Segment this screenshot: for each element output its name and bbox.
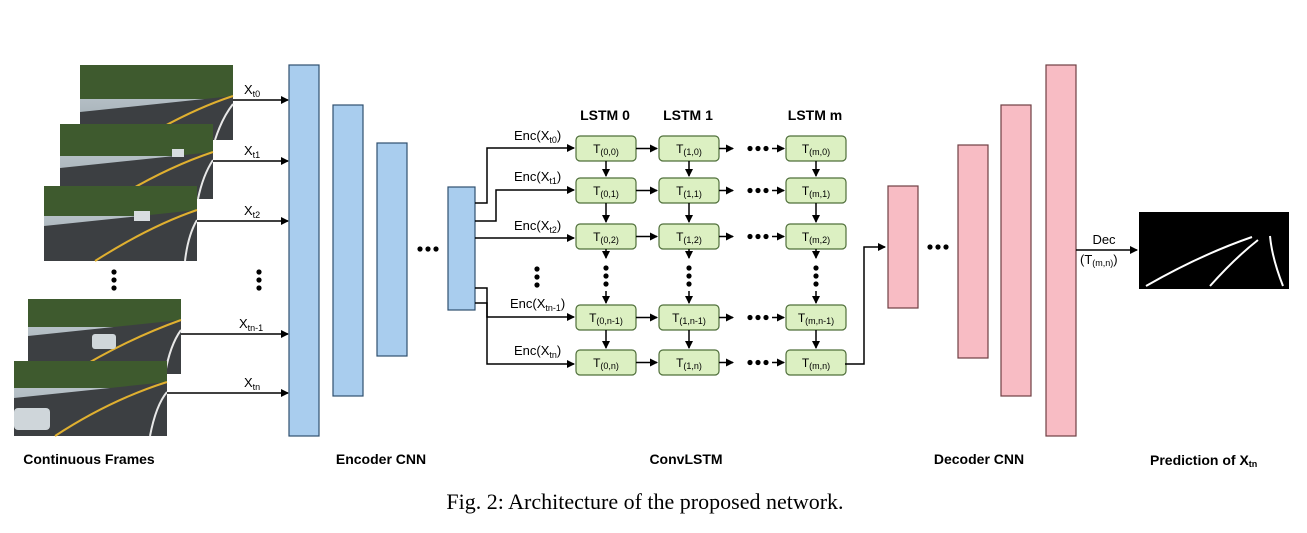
lstm-cell-label: T(0,n-1)	[589, 311, 623, 326]
lstm-cell-label: T(m,0)	[802, 142, 830, 157]
lstm-h-dot	[755, 314, 761, 321]
label-convlstm: ConvLSTM	[649, 451, 722, 467]
lstm-cell: T(0,2)	[575, 223, 637, 250]
input-label-2: Xt2	[244, 203, 260, 220]
lstm-cell: T(1,1)	[658, 177, 720, 204]
lstm-v-dot	[686, 265, 692, 271]
dec-label-top: Dec	[1092, 232, 1116, 247]
enc-label-2: Enc(Xt2)	[514, 218, 561, 235]
lstm-h-dot	[755, 187, 761, 194]
lstm-cell-label: T(1,n-1)	[672, 311, 706, 326]
lstm-cell: T(1,2)	[658, 223, 720, 250]
lstm-cell-label: T(1,1)	[676, 184, 702, 199]
decoder-layer-4	[1045, 64, 1077, 437]
lstm-v-dot	[813, 273, 819, 279]
encoder-dots	[417, 246, 439, 252]
lstm-h-dot	[763, 187, 769, 194]
lstm-v-dot	[603, 273, 609, 279]
frame-image-2	[44, 186, 198, 262]
lstm-cell: T(m,2)	[785, 223, 847, 250]
enc-label-4: Enc(Xtn)	[514, 343, 561, 360]
lstm-h-dot	[755, 359, 761, 366]
enc-label-0: Enc(Xt0)	[514, 128, 561, 145]
lstm-header-m: LSTM m	[788, 107, 842, 123]
lstm-cell: T(m,n)	[785, 349, 847, 376]
lstm-h-dot	[763, 314, 769, 321]
lstm-v-dot	[813, 281, 819, 287]
decoder-layer-2	[957, 144, 989, 359]
lstm-cell: T(1,0)	[658, 135, 720, 162]
lstm-cell: T(m,n-1)	[785, 304, 847, 331]
encoder-layer-4	[447, 186, 476, 311]
lstm-h-dot	[755, 233, 761, 240]
enc-label-dots	[534, 266, 540, 288]
lstm-cell: T(m,0)	[785, 135, 847, 162]
input-arrows	[167, 96, 289, 397]
figure-caption: Fig. 2: Architecture of the proposed net…	[446, 489, 843, 514]
encoder-layer-3	[376, 142, 408, 357]
label-continuous-frames: Continuous Frames	[23, 451, 155, 467]
encoder-layer-2	[332, 104, 364, 397]
input-label-4: Xtn	[244, 375, 260, 392]
frame-image-4	[14, 361, 168, 437]
lstm-cell-label: T(m,2)	[802, 230, 830, 245]
lstm-h-dot	[747, 233, 753, 240]
lstm-cell-label: T(0,1)	[593, 184, 619, 199]
lstm-h-dot	[747, 145, 753, 152]
lstm-h-dot	[755, 145, 761, 152]
lstm-cell: T(0,n)	[575, 349, 637, 376]
lstm-v-dot	[603, 265, 609, 271]
decoder-cnn	[887, 64, 1077, 437]
prediction-image	[1139, 212, 1289, 289]
input-label-3: Xtn-1	[239, 316, 263, 333]
convlstm-grid: T(0,0) T(1,0) T(m,0) T(0,1) T(1,1) T(m,1) T(0,…	[575, 135, 847, 376]
lstm-cell-label: T(m,n-1)	[798, 311, 834, 326]
lstm-header-0: LSTM 0	[580, 107, 630, 123]
dec-label-bottom: (T(m,n))	[1080, 252, 1118, 268]
lstm-h-dot	[747, 359, 753, 366]
lstm-h-dot	[763, 359, 769, 366]
lstm-h-dot	[747, 314, 753, 321]
encoder-layer-1	[288, 64, 320, 437]
lstm-cell-label: T(0,2)	[593, 230, 619, 245]
lstm-v-dot	[603, 281, 609, 287]
lstm-cell-label: T(1,0)	[676, 142, 702, 157]
decoder-dots	[927, 244, 949, 250]
lstm-h-dot	[763, 145, 769, 152]
input-frames	[14, 65, 234, 437]
lstm-cell: T(0,0)	[575, 135, 637, 162]
decoder-layer-3	[1000, 104, 1032, 397]
lstm-v-dot	[813, 265, 819, 271]
label-encoder-cnn: Encoder CNN	[336, 451, 426, 467]
lstm-cell-label: T(m,1)	[802, 184, 830, 199]
input-arrow-dots	[256, 269, 262, 291]
convlstm-to-decoder-arrow	[845, 243, 886, 365]
lstm-v-dot	[686, 273, 692, 279]
lstm-cell: T(1,n-1)	[658, 304, 720, 331]
lstm-h-dot	[747, 187, 753, 194]
lstm-cell-label: T(0,0)	[593, 142, 619, 157]
lstm-cell: T(m,1)	[785, 177, 847, 204]
encoder-cnn	[288, 64, 476, 437]
lstm-cell-label: T(0,n)	[593, 356, 619, 371]
enc-label-3: Enc(Xtn-1)	[510, 296, 565, 313]
lstm-cell: T(1,n)	[658, 349, 720, 376]
lstm-cell: T(0,1)	[575, 177, 637, 204]
input-label-0: Xt0	[244, 82, 260, 99]
label-prediction: Prediction of Xtn	[1150, 452, 1257, 469]
lstm-v-dot	[686, 281, 692, 287]
lstm-h-dot	[763, 233, 769, 240]
lstm-cell-label: T(1,n)	[676, 356, 702, 371]
decoder-layer-1	[887, 185, 919, 309]
lstm-cell: T(0,n-1)	[575, 304, 637, 331]
encoder-output-connectors	[475, 144, 575, 368]
lstm-cell-label: T(m,n)	[802, 356, 830, 371]
lstm-header-1: LSTM 1	[663, 107, 713, 123]
input-label-1: Xt1	[244, 143, 260, 160]
lstm-cell-label: T(1,2)	[676, 230, 702, 245]
label-decoder-cnn: Decoder CNN	[934, 451, 1024, 467]
frames-vertical-dots	[111, 269, 117, 291]
enc-label-1: Enc(Xt1)	[514, 169, 561, 186]
